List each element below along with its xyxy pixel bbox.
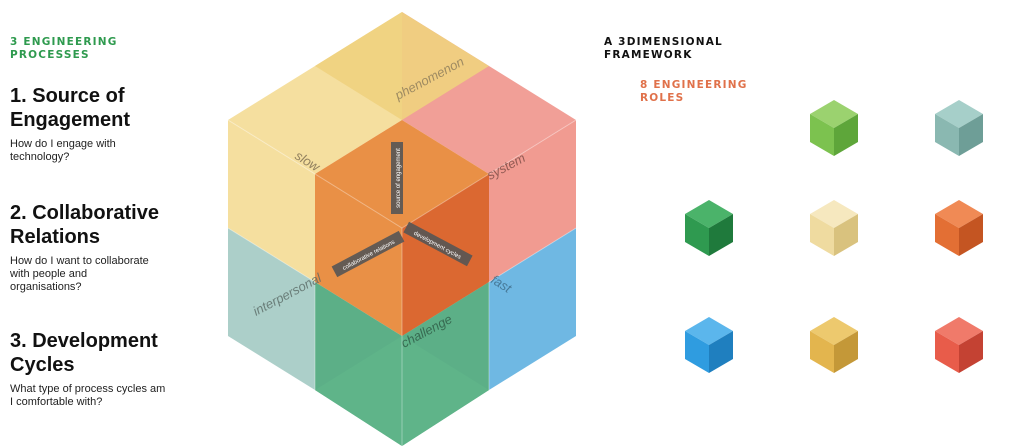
face-low-left-teal <box>228 228 315 390</box>
process-collaborative-relations: 2. Collaborative Relations How do I want… <box>10 201 200 294</box>
roles-kicker: 8 ENGINEERING ROLES <box>640 79 748 104</box>
face-top-center-yellow <box>315 12 489 120</box>
gold-cube <box>810 317 858 373</box>
axis-engagement-text: source of engagement <box>396 148 402 208</box>
face-bottom-green <box>315 336 489 446</box>
face-low-right-blue <box>489 228 576 390</box>
pale-yellow-cube <box>810 200 858 256</box>
processes-kicker: 3 ENGINEERING PROCESSES <box>10 36 118 61</box>
process-title: 2. Collaborative Relations <box>10 202 159 248</box>
process-title: 1. Source of Engagement <box>10 85 131 131</box>
framework-hexagon: phenomenon slow system interpersonal fas… <box>228 12 576 446</box>
process-development-cycles: 3. Development Cycles What type of proce… <box>10 329 200 409</box>
red-cube <box>935 317 983 373</box>
blue-cube <box>685 317 733 373</box>
process-source-of-engagement: 1. Source of Engagement How do I engage … <box>10 84 200 164</box>
light-green-cube <box>810 100 858 156</box>
roles-cube-grid <box>680 95 1000 385</box>
process-title: 3. Development Cycles <box>10 330 158 376</box>
grey-teal-cube <box>935 100 983 156</box>
process-question: How do I engage with technology? <box>10 138 116 163</box>
orange-cube <box>935 200 983 256</box>
process-question: What type of process cycles am I comfort… <box>10 383 166 408</box>
processes-panel: 3 ENGINEERING PROCESSES 1. Source of Eng… <box>10 36 210 408</box>
process-question: How do I want to collaborate with people… <box>10 255 149 293</box>
framework-kicker: A 3DIMENSIONAL FRAMEWORK <box>604 36 723 61</box>
dark-green-cube <box>685 200 733 256</box>
axis-tag-engagement: source of engagement <box>391 142 403 214</box>
